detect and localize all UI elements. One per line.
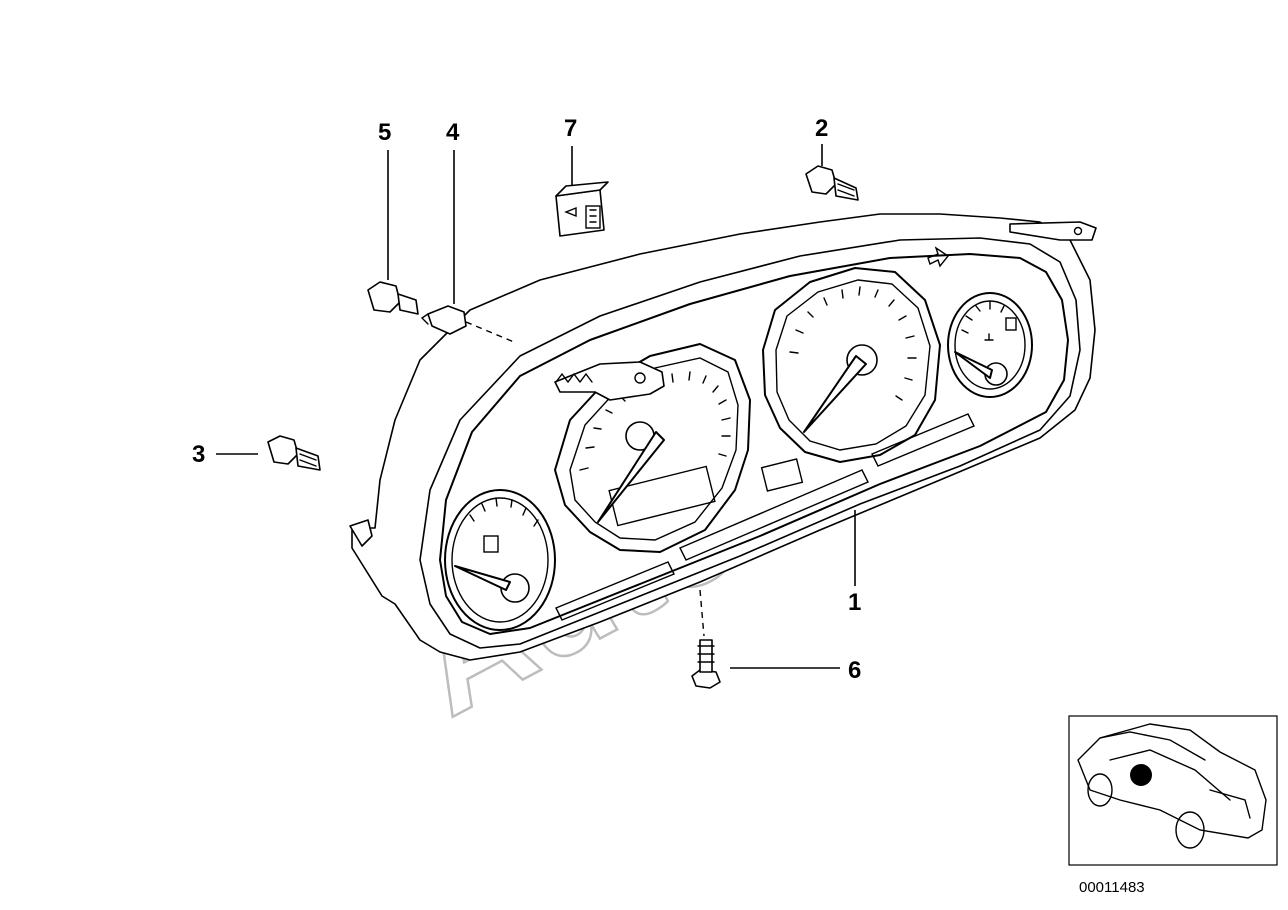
callout-5: 5 — [378, 119, 391, 146]
right-gauge — [947, 292, 1033, 398]
locator-marker — [1130, 764, 1152, 786]
callout-4: 4 — [446, 119, 460, 146]
speedometer — [762, 267, 941, 463]
callout-6: 6 — [848, 657, 861, 684]
callouts: 1 2 3 4 5 6 7 — [192, 115, 861, 684]
bulb-socket-2 — [805, 165, 859, 201]
callout-1: 1 — [848, 589, 861, 616]
bulb-4 — [420, 305, 467, 335]
locator-inset — [1068, 715, 1278, 866]
leader-lines — [216, 144, 856, 669]
callout-3: 3 — [192, 441, 205, 468]
callout-2: 2 — [815, 115, 828, 142]
reference-number: 00011483 — [1079, 879, 1145, 896]
screw-6 — [691, 639, 721, 689]
left-gauge — [444, 489, 556, 631]
instrument-cluster — [349, 213, 1097, 661]
connector-7 — [555, 181, 609, 237]
callout-7: 7 — [564, 115, 577, 142]
bulb-socket-5 — [367, 281, 419, 315]
bulb-socket-3 — [267, 435, 321, 471]
